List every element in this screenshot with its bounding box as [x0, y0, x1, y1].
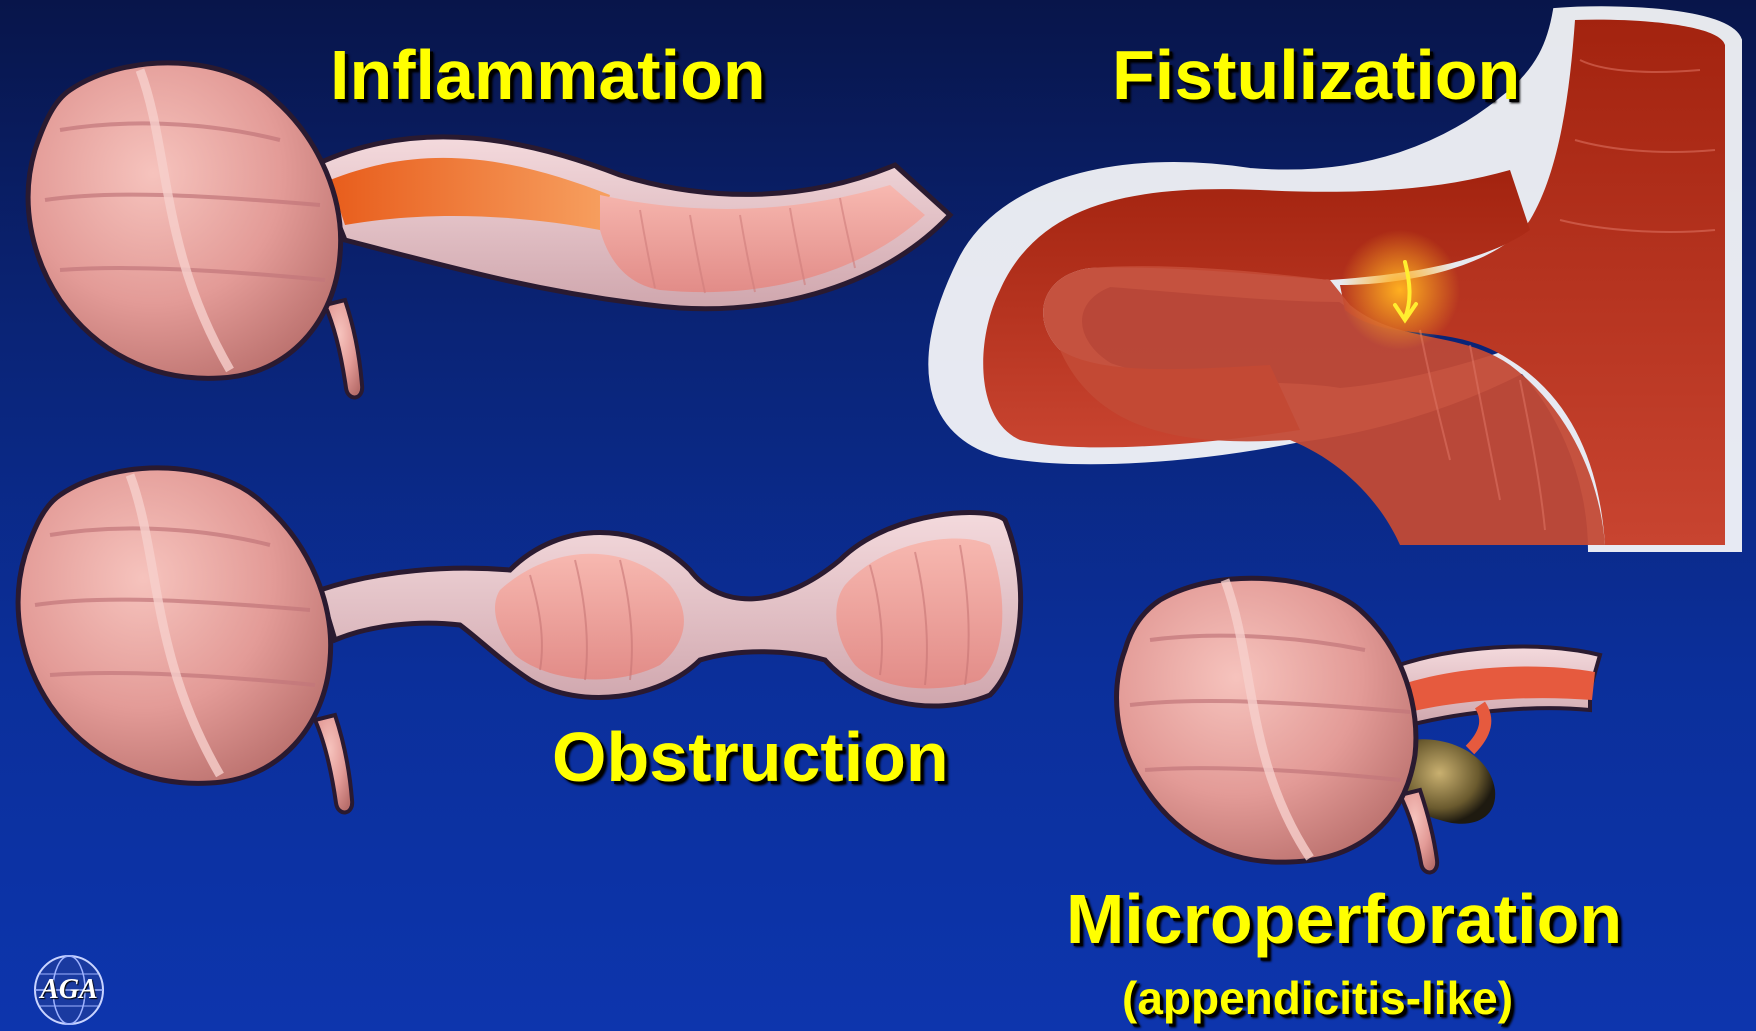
microperforation-label: Microperforation	[1066, 884, 1622, 954]
inflammation-label: Inflammation	[330, 40, 766, 110]
obstruction-cecum	[18, 468, 352, 813]
fistula-glow	[1340, 230, 1460, 350]
inflammation-intestine	[315, 137, 950, 309]
inflammation-cecum	[28, 63, 362, 398]
aga-logo: AGA	[28, 954, 110, 1026]
fistulization-label: Fistulization	[1112, 40, 1520, 110]
obstruction-label: Obstruction	[552, 722, 949, 792]
obstruction-intestine	[320, 513, 1021, 706]
microperforation-illustration	[1117, 578, 1600, 872]
logo-text: AGA	[28, 974, 110, 1006]
microperforation-cecum	[1117, 578, 1438, 872]
microperforation-sublabel: (appendicitis-like)	[1122, 975, 1513, 1021]
